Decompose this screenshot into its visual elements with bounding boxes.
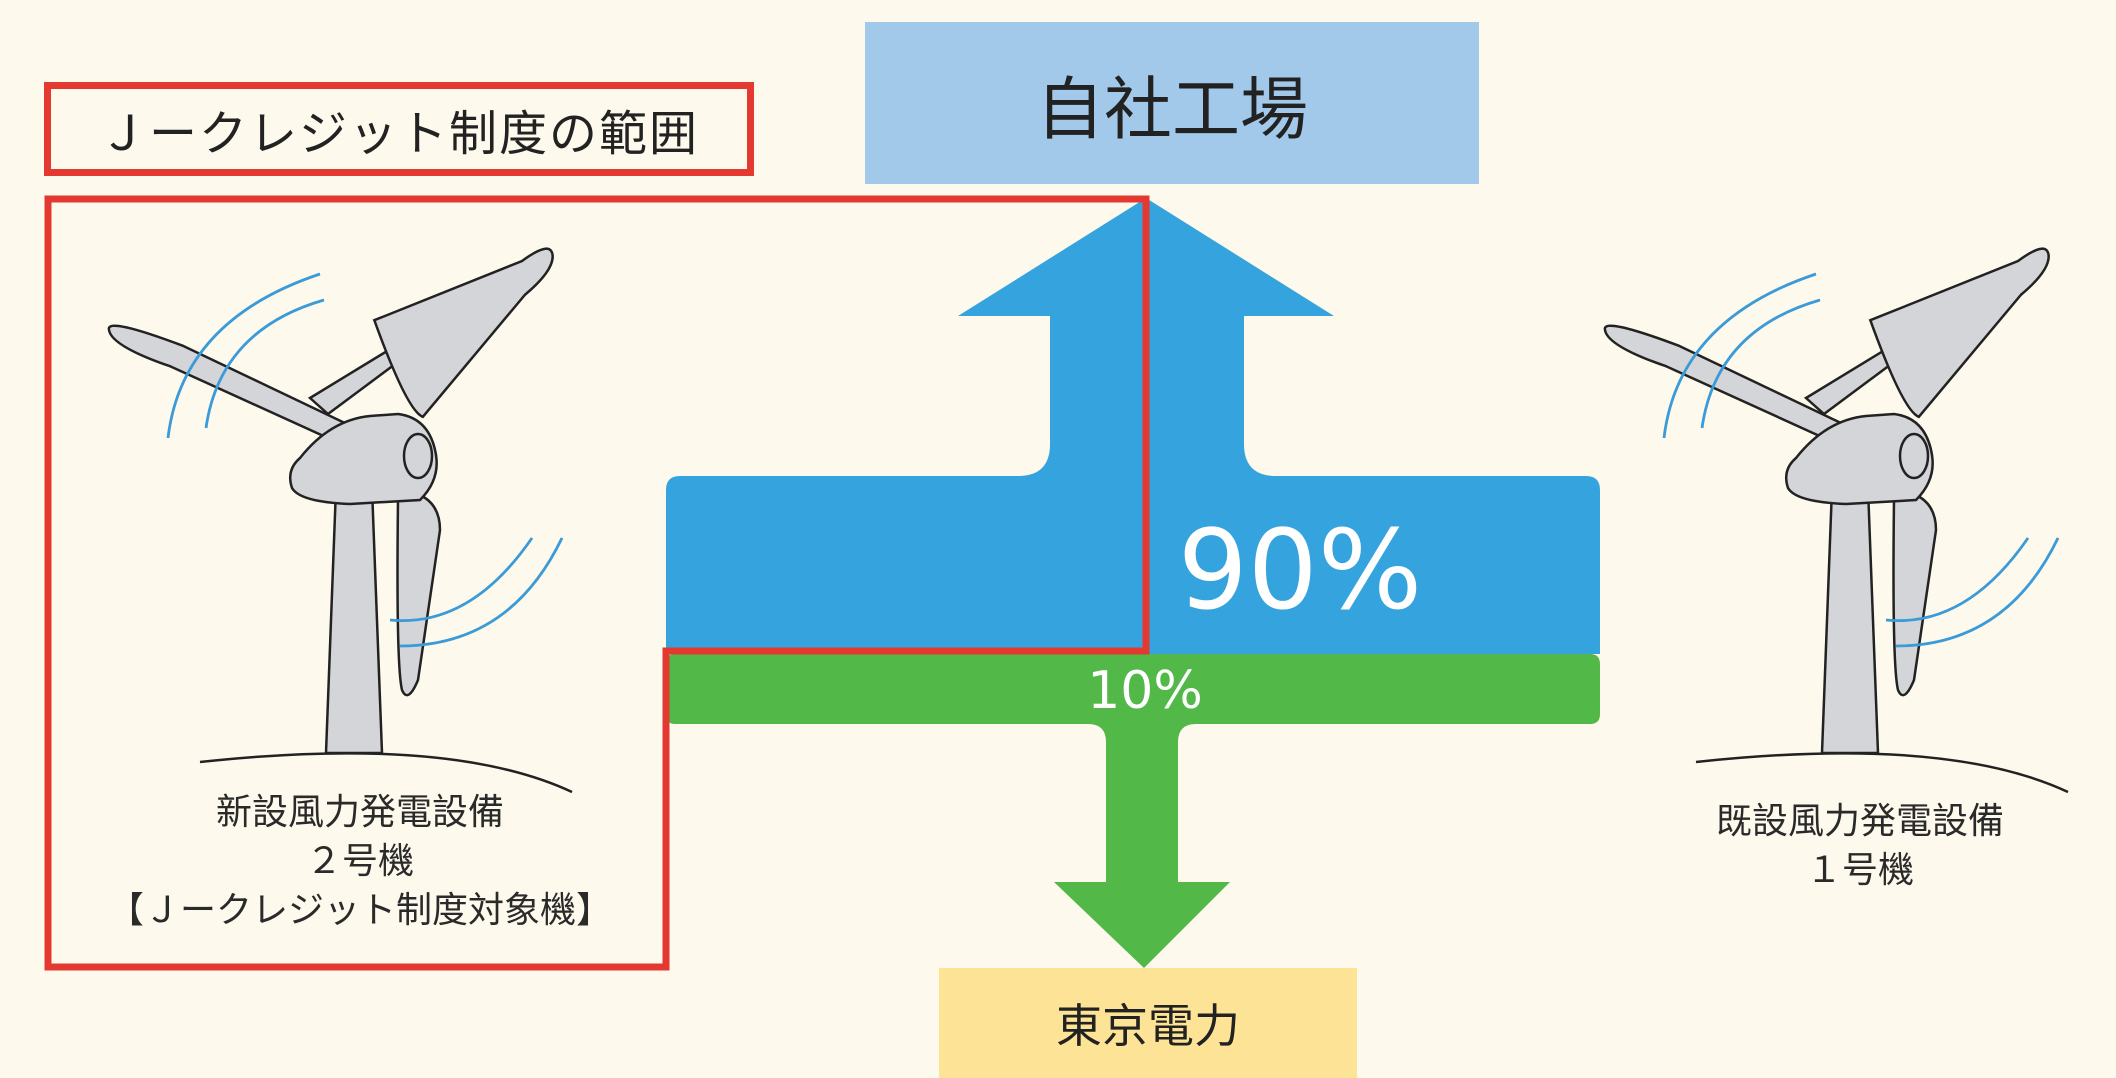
scope-outline bbox=[44, 195, 1150, 971]
utility-box: 東京電力 bbox=[939, 968, 1357, 1078]
caption-line: 新設風力発電設備 bbox=[215, 792, 504, 833]
turbine-blade bbox=[372, 247, 554, 419]
new-turbine-caption: 新設風力発電設備 ２号機 【Ｊークレジット制度対象機】 bbox=[50, 788, 670, 935]
turbine-tower bbox=[1820, 486, 1880, 755]
existing-turbine-illustration bbox=[1603, 247, 2069, 794]
ground-line bbox=[199, 752, 573, 794]
blue-flow-arrow bbox=[666, 198, 1600, 654]
turbine-nacelle bbox=[289, 412, 438, 506]
turbine-blade bbox=[1603, 324, 1893, 459]
turbine-blade bbox=[1892, 490, 1938, 697]
utility-label: 東京電力 bbox=[1056, 999, 1240, 1053]
self-use-percentage: 90% bbox=[1177, 506, 1423, 634]
caption-line: １号機 bbox=[1805, 850, 1914, 891]
ground-line bbox=[1695, 752, 2069, 794]
new-turbine-illustration bbox=[107, 247, 573, 794]
sold-percentage: 10% bbox=[1087, 661, 1203, 721]
green-flow-arrow bbox=[666, 654, 1600, 968]
turbine-blade bbox=[396, 490, 442, 697]
factory-label: 自社工場 bbox=[1035, 70, 1308, 150]
turbine-hub bbox=[402, 432, 434, 480]
turbine-tower bbox=[324, 486, 384, 755]
scope-label-box: Ｊークレジット制度の範囲 bbox=[44, 82, 754, 176]
existing-turbine-caption: 既設風力発電設備 １号機 bbox=[1640, 797, 2080, 895]
motion-lines bbox=[166, 272, 564, 648]
turbine-blade bbox=[1868, 247, 2050, 419]
turbine-nacelle bbox=[1785, 412, 1934, 506]
scope-label: Ｊークレジット制度の範囲 bbox=[98, 106, 699, 162]
turbine-hub bbox=[1898, 432, 1930, 480]
factory-box: 自社工場 bbox=[865, 22, 1479, 184]
caption-line: 【Ｊークレジット制度対象機】 bbox=[107, 890, 612, 931]
turbine-blade bbox=[107, 324, 397, 459]
motion-lines bbox=[1662, 272, 2060, 648]
caption-line: 既設風力発電設備 bbox=[1715, 801, 2004, 842]
caption-line: ２号機 bbox=[305, 841, 414, 882]
